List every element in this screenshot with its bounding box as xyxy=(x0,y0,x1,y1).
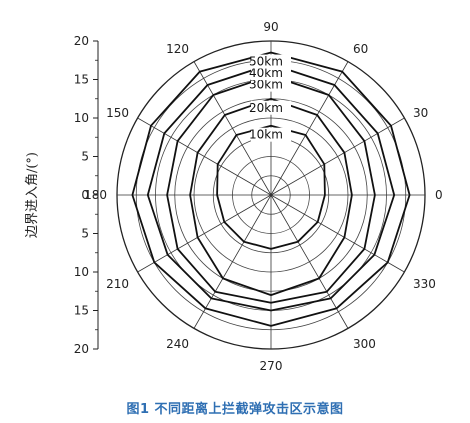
grid-spoke xyxy=(270,117,405,196)
ring-label: 40km xyxy=(249,66,283,80)
ring-label: 50km xyxy=(249,55,283,69)
contour-20km xyxy=(189,97,353,297)
ring-label-bg xyxy=(251,77,291,92)
angle-label: 120 xyxy=(166,42,189,56)
polar-chart: 20 15 10 5 0 5 10 15 20 0 30 60 90 120 150 180 210 240 27… xyxy=(25,20,443,373)
y-tick-label: 0 xyxy=(81,188,89,202)
grid-spoke xyxy=(137,117,272,196)
figure-caption: 图1 不同距离上拦截弹攻击区示意图 xyxy=(126,402,344,417)
grid-spoke xyxy=(137,194,272,273)
ring-label-bg xyxy=(251,66,291,81)
grid-spoke xyxy=(270,194,405,273)
ring-label: 30km xyxy=(249,78,283,92)
y-tick-label: 5 xyxy=(81,150,89,164)
angle-label: 150 xyxy=(106,106,129,120)
contour-30km xyxy=(166,74,376,304)
y-tick-label: 15 xyxy=(74,304,89,318)
y-tick-label: 20 xyxy=(74,342,89,356)
angle-label: 60 xyxy=(353,42,368,56)
ring-label: 10km xyxy=(249,128,283,142)
contour-50km xyxy=(131,51,411,327)
y-axis-label: 边界进入角/(°) xyxy=(25,152,40,238)
angle-label: 180 xyxy=(84,188,107,202)
angle-label: 270 xyxy=(260,359,283,373)
angle-labels: 0 30 60 90 120 150 180 210 240 270 300 330 xyxy=(84,20,443,373)
angle-label: 0 xyxy=(435,188,443,202)
ring-label-bg xyxy=(251,54,291,69)
contour-10km xyxy=(216,124,326,250)
ring-label-bg xyxy=(251,100,291,115)
angle-label: 90 xyxy=(263,20,278,34)
y-tick-label: 20 xyxy=(74,34,89,48)
angle-label: 300 xyxy=(353,337,376,351)
angle-label: 30 xyxy=(413,106,428,120)
grid-spoke xyxy=(270,194,349,329)
contour-40km xyxy=(146,63,396,312)
y-tick-label: 10 xyxy=(74,111,89,125)
grid-spoke xyxy=(270,61,349,196)
y-tick-label: 5 xyxy=(81,227,89,241)
grid-spoke xyxy=(193,194,272,329)
ring-label: 20km xyxy=(249,101,283,115)
y-tick-label: 15 xyxy=(74,73,89,87)
angle-label: 240 xyxy=(166,337,189,351)
y-axis: 20 15 10 5 0 5 10 15 20 xyxy=(74,34,99,356)
angle-label: 330 xyxy=(413,277,436,291)
contour-series xyxy=(131,51,411,327)
angle-label: 210 xyxy=(106,277,129,291)
ring-label-bg xyxy=(251,127,291,142)
polar-grid xyxy=(116,40,426,350)
y-tick-label: 10 xyxy=(74,265,89,279)
grid-spoke xyxy=(193,61,272,196)
